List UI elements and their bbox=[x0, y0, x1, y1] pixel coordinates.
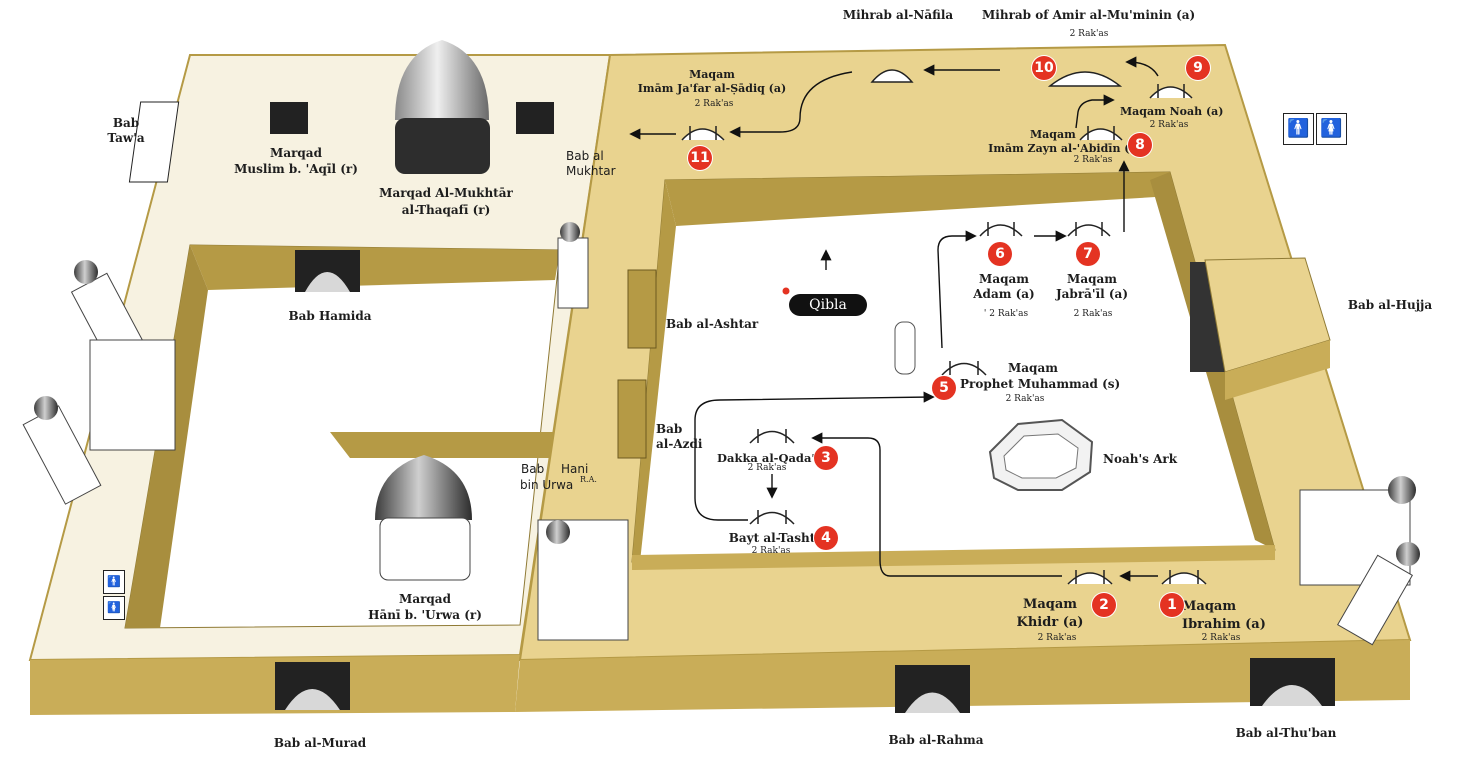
label-bab-hani-1: Bab bbox=[521, 462, 545, 476]
qibla-dot bbox=[782, 287, 790, 295]
label-bab-hani-2: Hani bbox=[561, 462, 589, 476]
label-bab-tawa: Bab Taw'a bbox=[107, 116, 145, 145]
label-mihrab-amir-rakas: 2 Rak'as bbox=[1069, 29, 1109, 39]
label-noahs-ark: Noah's Ark bbox=[1102, 452, 1178, 466]
label-maqam-jibril-rakas: 2 Rak'as bbox=[1073, 309, 1113, 319]
label-hani-name: Hānī b. 'Urwa (r) bbox=[368, 608, 482, 622]
label-maqam-muhammad-1: Maqam bbox=[1008, 361, 1058, 375]
mosque-compound bbox=[515, 43, 1412, 712]
label-maqam-jibril: Maqam Jabrā'īl (a) bbox=[1055, 272, 1129, 301]
label-maqam-zayn-1: Maqam bbox=[1030, 128, 1076, 141]
label-bayt-tasht: Bayt al-Tasht bbox=[728, 531, 816, 545]
label-dakka: Dakka al-Qada' bbox=[717, 451, 815, 465]
maqam-arches bbox=[681, 69, 1207, 585]
label-dakka-rakas: 2 Rak'as bbox=[747, 463, 787, 473]
label-mukhtar-title: Marqad Al-Mukhtār bbox=[379, 186, 513, 200]
label-bab-thuban: Bab al-Thu'ban bbox=[1235, 726, 1337, 740]
label-bayt-tasht-rakas: 2 Rak'as bbox=[751, 546, 791, 556]
minarets bbox=[22, 222, 1420, 646]
marker-6: 6 bbox=[988, 242, 1012, 266]
label-maqam-khidr-rakas: 2 Rak'as bbox=[1037, 633, 1077, 643]
male-restroom-icon: 🚹 bbox=[103, 570, 125, 594]
label-hani-title: Marqad bbox=[399, 592, 451, 606]
label-maqam-adam-rakas: ' 2 Rak'as bbox=[983, 309, 1029, 319]
label-mihrab-nafila: Mihrab al-Nāfila bbox=[842, 8, 954, 22]
label-mukhtar-name: al-Thaqafī (r) bbox=[401, 203, 491, 217]
label-maqam-muhammad-2: Prophet Muhammad (s) bbox=[960, 377, 1121, 391]
marker-4: 4 bbox=[814, 526, 838, 550]
tombs bbox=[270, 40, 1094, 581]
label-muslim-name: Muslim b. 'Aqīl (r) bbox=[234, 162, 358, 176]
pilgrimage-route bbox=[629, 56, 1159, 582]
marker-5: 5 bbox=[932, 376, 956, 400]
label-bab-murad: Bab al-Murad bbox=[273, 736, 367, 750]
label-bab-azdi: Bab al-Azdi bbox=[656, 422, 703, 451]
qibla-badge: Qibla bbox=[789, 294, 867, 316]
doors bbox=[128, 101, 1335, 713]
label-maqam-zayn-2: Imām Zayn al-'Abidīn (a) bbox=[988, 142, 1142, 155]
label-maqam-jafar-rakas: 2 Rak'as bbox=[694, 99, 734, 109]
label-maqam-adam: Maqam Adam (a) bbox=[973, 272, 1035, 301]
label-maqam-noah: Maqam Noah (a) bbox=[1120, 105, 1224, 118]
label-maqam-muhammad-rakas: 2 Rak'as bbox=[1005, 394, 1045, 404]
label-bab-hamida: Bab Hamida bbox=[288, 309, 372, 323]
marker-7: 7 bbox=[1076, 242, 1100, 266]
marker-2: 2 bbox=[1092, 593, 1116, 617]
female-restroom-icon: 🚺 bbox=[103, 596, 125, 620]
label-bab-rahma: Bab al-Rahma bbox=[888, 733, 984, 747]
label-maqam-zayn-rakas: 2 Rak'as bbox=[1073, 155, 1113, 165]
label-bab-hujja: Bab al-Hujja bbox=[1347, 298, 1433, 312]
marker-11: 11 bbox=[688, 146, 712, 170]
label-bab-hani-3: bin Urwa bbox=[520, 478, 574, 492]
label-bab-hani-sup: R.A. bbox=[580, 475, 597, 484]
label-maqam-ibrahim: Maqam Ibrahim (a) bbox=[1182, 599, 1266, 632]
label-maqam-ibrahim-rakas: 2 Rak'as bbox=[1201, 633, 1241, 643]
marker-3: 3 bbox=[814, 446, 838, 470]
restroom-sign-small: 🚹 🚺 bbox=[103, 570, 125, 620]
male-restroom-icon: 🚹 bbox=[1283, 113, 1314, 145]
restroom-sign: 🚹 🚺 bbox=[1283, 113, 1347, 145]
label-bab-ashtar: Bab al-Ashtar bbox=[666, 317, 759, 331]
label-maqam-jafar: Maqam Imām Ja'far al-Ṣādiq (a) bbox=[637, 68, 787, 95]
label-muslim-title: Marqad bbox=[270, 146, 322, 160]
marker-8: 8 bbox=[1128, 133, 1152, 157]
label-bab-mukhtar: Bab al Mukhtar bbox=[566, 149, 616, 178]
marker-1: 1 bbox=[1160, 593, 1184, 617]
label-mihrab-amir: Mihrab of Amir al-Mu'minin (a) bbox=[982, 8, 1196, 22]
female-restroom-icon: 🚺 bbox=[1316, 113, 1347, 145]
label-maqam-khidr: Maqam Khidr (a) bbox=[1016, 597, 1084, 630]
marker-9: 9 bbox=[1186, 56, 1210, 80]
label-maqam-noah-rakas: 2 Rak'as bbox=[1149, 120, 1189, 130]
marker-10: 10 bbox=[1032, 56, 1056, 80]
